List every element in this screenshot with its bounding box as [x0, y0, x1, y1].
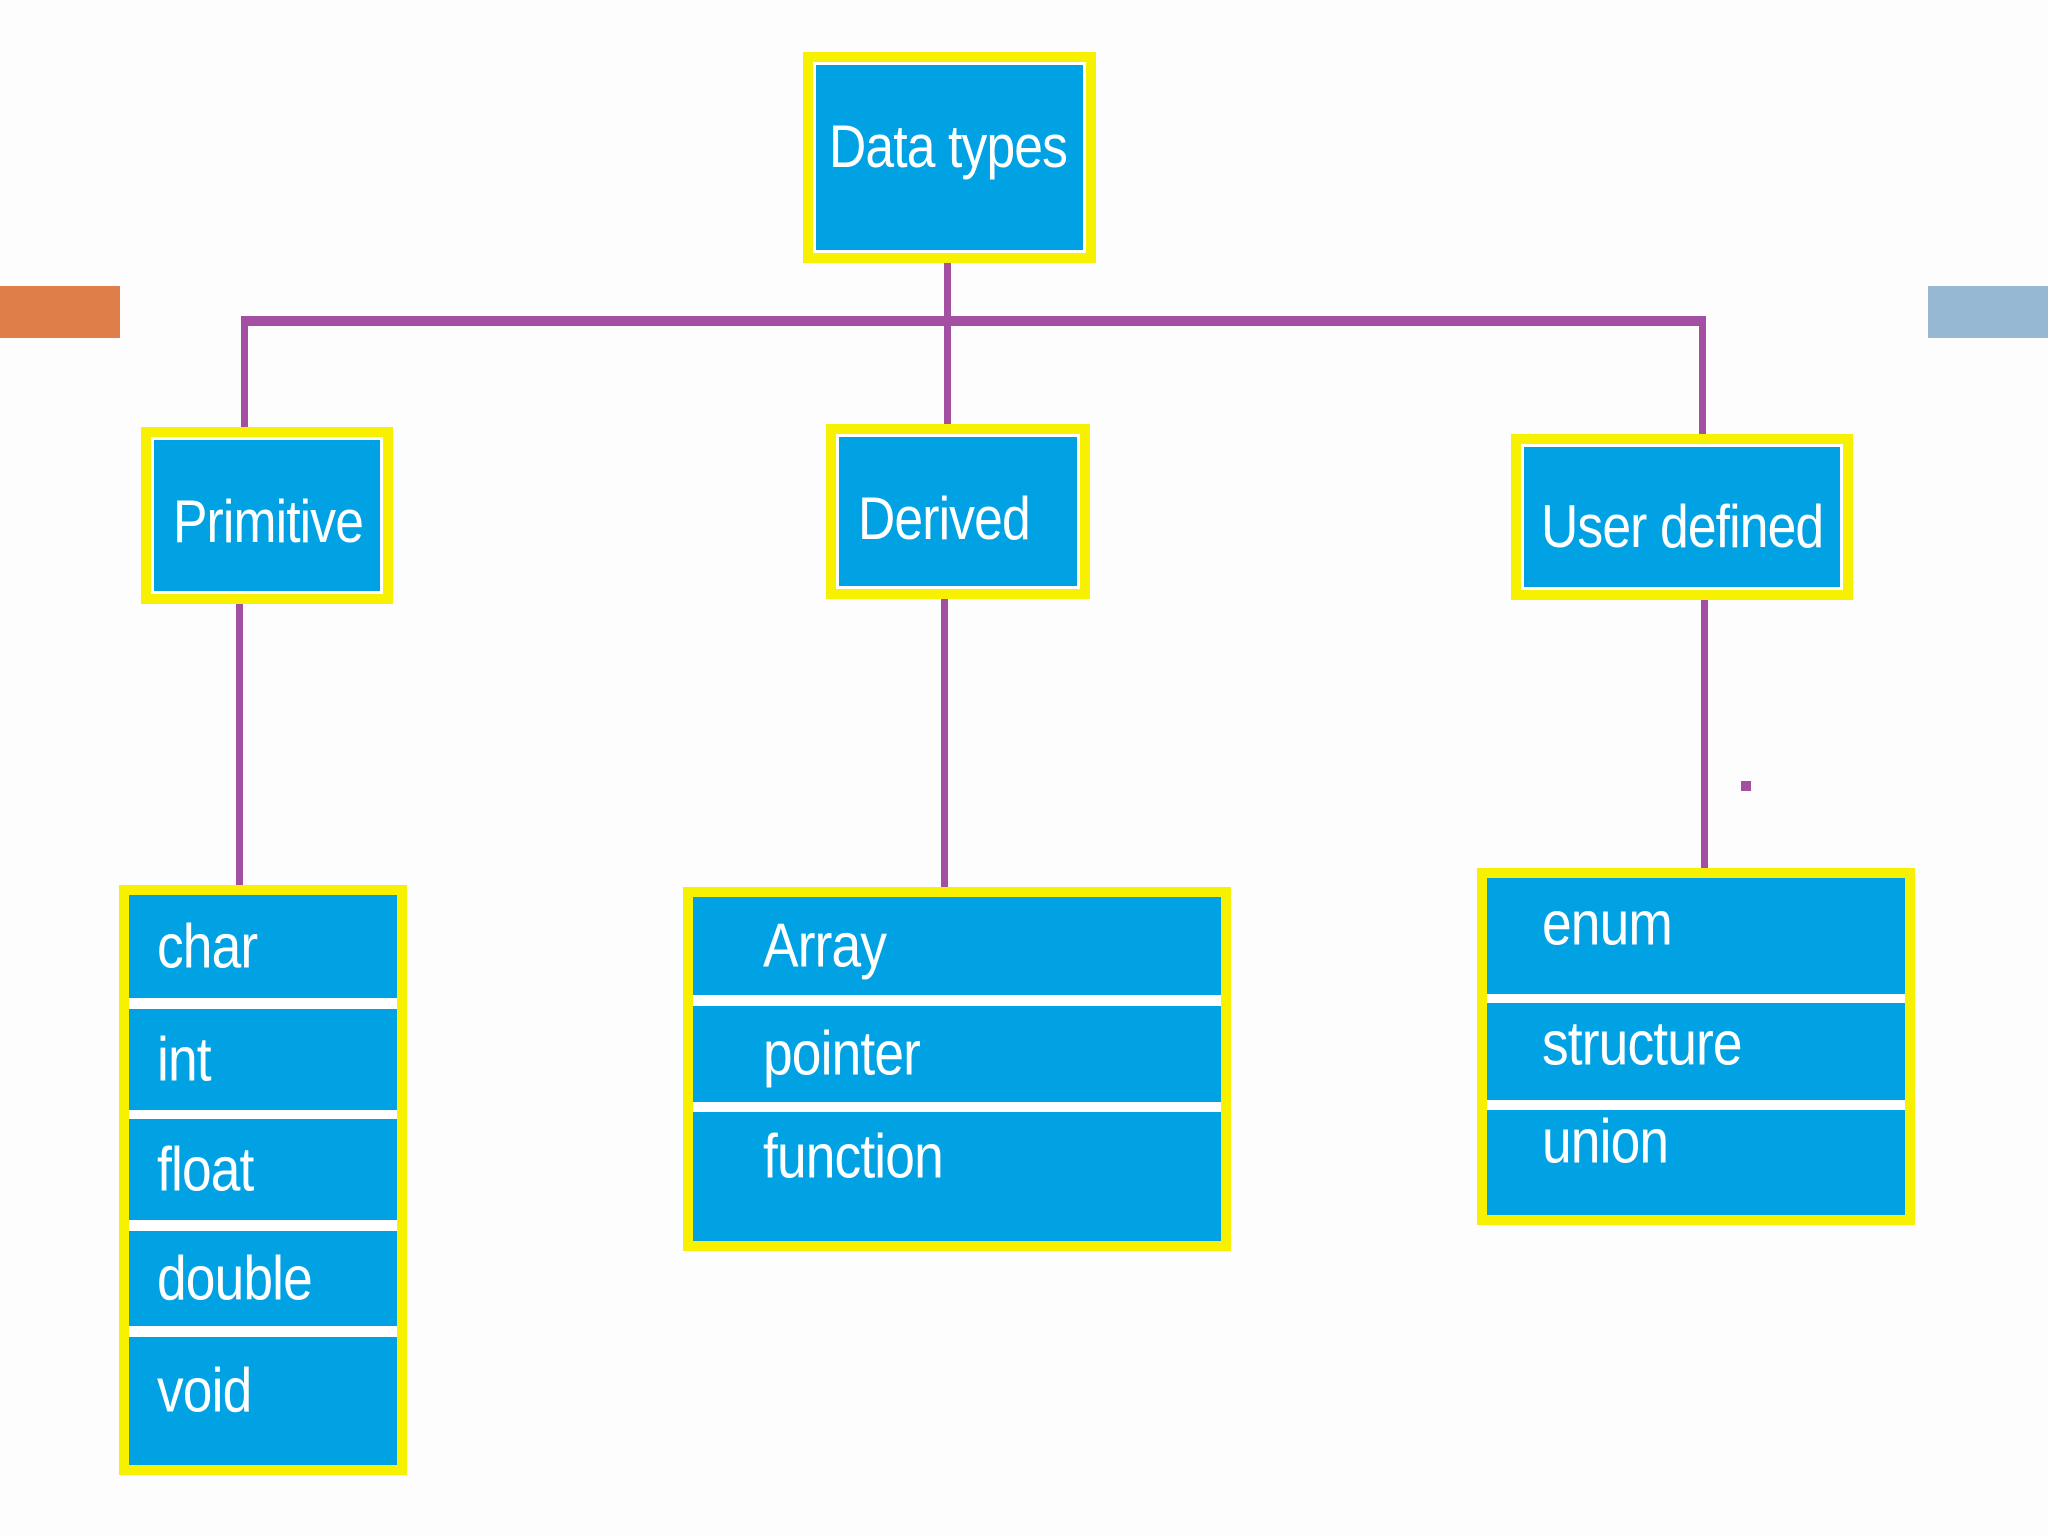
item-label-union: union [1542, 1110, 1669, 1176]
connector-to-primitive [241, 316, 248, 438]
list-item-union: union [1487, 1110, 1905, 1215]
root-node-data-types: Data types [803, 52, 1096, 263]
connector-to-derived [944, 316, 951, 436]
item-label-enum: enum [1542, 889, 1673, 959]
list-item-pointer: pointer [693, 1006, 1221, 1102]
connector-user-defined-to-list [1701, 592, 1708, 886]
list-item-char: char [129, 895, 397, 998]
category-node-primitive: Primitive [141, 427, 393, 604]
list-item-float: float [129, 1119, 397, 1220]
item-label-array: Array [763, 911, 887, 981]
connector-root-stem [944, 258, 951, 322]
connector-horizontal-bus [241, 316, 1706, 326]
list-item-int: int [129, 1009, 397, 1110]
category-label-derived: Derived [858, 485, 1031, 552]
item-label-double: double [157, 1244, 313, 1313]
list-item-function: function [693, 1112, 1221, 1241]
left-accent-bar [0, 286, 120, 338]
item-label-void: void [157, 1356, 252, 1426]
primitive-types-list: char int float double void [119, 885, 407, 1475]
item-label-function: function [763, 1122, 944, 1192]
item-label-int: int [157, 1025, 212, 1094]
root-label: Data types [829, 113, 1068, 180]
stray-dot [1741, 781, 1751, 791]
item-label-structure: structure [1542, 1009, 1743, 1079]
category-node-derived: Derived [826, 424, 1090, 599]
right-accent-bar [1928, 286, 2048, 338]
category-node-user-defined: User defined [1511, 434, 1853, 600]
list-item-structure: structure [1487, 1003, 1905, 1100]
category-label-primitive: Primitive [173, 488, 364, 555]
list-item-double: double [129, 1231, 397, 1326]
connector-primitive-to-list [236, 597, 243, 903]
item-label-pointer: pointer [763, 1019, 921, 1089]
list-item-enum: enum [1487, 878, 1905, 994]
item-label-char: char [157, 912, 258, 981]
category-label-user-defined: User defined [1541, 493, 1824, 560]
derived-types-list: Array pointer function [683, 887, 1231, 1251]
user-defined-types-list: enum structure union [1477, 868, 1915, 1225]
connector-derived-to-list [941, 592, 948, 899]
list-item-void: void [129, 1337, 397, 1465]
list-item-array: Array [693, 897, 1221, 995]
connector-to-user-defined [1699, 316, 1706, 454]
item-label-float: float [157, 1135, 254, 1204]
